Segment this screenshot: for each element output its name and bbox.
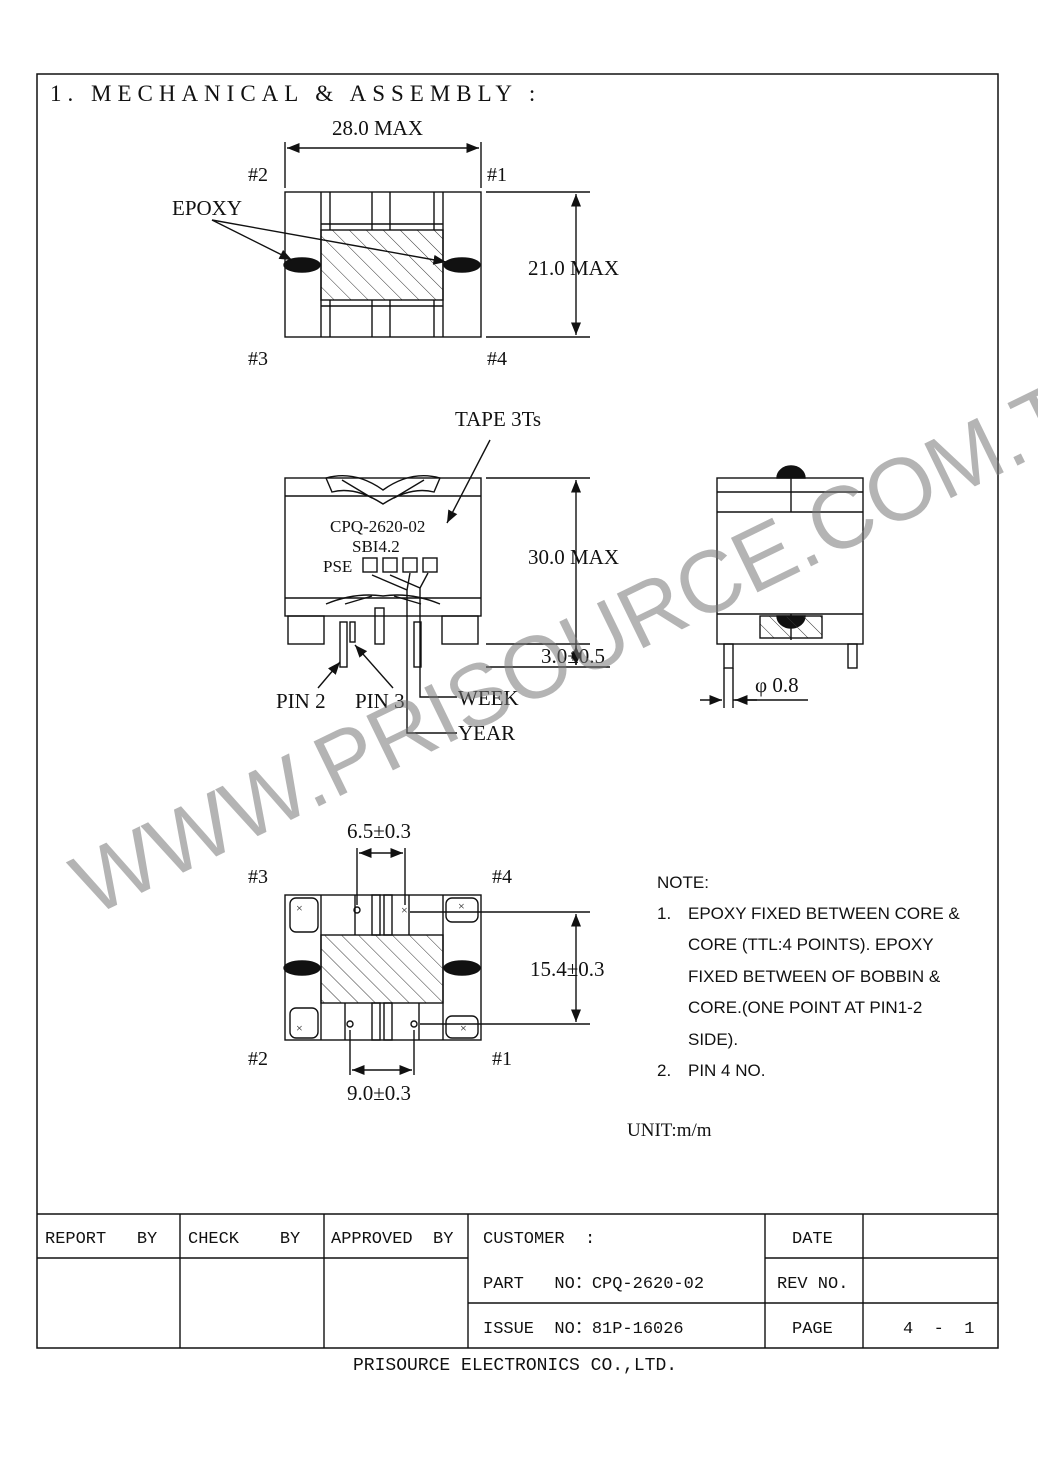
notes-block: NOTE: 1. EPOXY FIXED BETWEEN CORE & CORE… xyxy=(657,873,960,1080)
epoxy-dot-right xyxy=(443,257,481,273)
customer-label: CUSTOMER : xyxy=(483,1230,595,1249)
front-view-body xyxy=(284,477,482,617)
marking-sbi: SBI4.2 xyxy=(352,537,400,556)
bottom-pin-label-br: #1 xyxy=(492,1048,512,1070)
pin-3-label: PIN 3 xyxy=(355,689,405,713)
issue-no-value: ISSUE NO：81P-16026 xyxy=(483,1320,684,1339)
part-no-value: PART NO：CPQ-2620-02 xyxy=(483,1275,704,1294)
week-label: WEEK xyxy=(458,686,519,710)
top-core-wing xyxy=(325,475,441,505)
marking-pse: PSE xyxy=(323,557,352,576)
bottom-pitch-top-dim: 6.5±0.3 xyxy=(347,819,411,843)
notes-heading: NOTE: xyxy=(657,873,709,892)
bottom-core-wing xyxy=(325,594,441,605)
top-pin-label-tr: #1 xyxy=(487,164,507,186)
date-code-box-1 xyxy=(362,557,378,573)
note-2-line-1: PIN 4 NO. xyxy=(688,1061,765,1080)
company-name: PRISOURCE ELECTRONICS CO.,LTD. xyxy=(353,1356,677,1376)
note-1-line-5: SIDE). xyxy=(688,1030,738,1049)
date-label: DATE xyxy=(792,1230,833,1249)
pin-2-label: PIN 2 xyxy=(276,689,326,713)
check-by-label: CHECK BY xyxy=(188,1230,300,1249)
pin-diameter-dim: φ 0.8 xyxy=(755,673,799,697)
section-title: 1. MECHANICAL & ASSEMBLY : xyxy=(50,81,541,106)
title-block xyxy=(37,1213,998,1348)
date-code-box-2 xyxy=(382,557,398,573)
epoxy-label: EPOXY xyxy=(172,196,242,220)
epoxy-dot-bottom-right xyxy=(443,960,481,976)
bottom-pin-label-bl: #2 xyxy=(248,1048,268,1070)
report-by-label: REPORT BY xyxy=(45,1230,157,1249)
svg-text:×: × xyxy=(458,899,465,913)
pin-length-dim: 3.0±0.5 xyxy=(541,644,605,668)
top-pin-label-tl: #2 xyxy=(248,164,268,186)
page-label: PAGE xyxy=(792,1320,833,1339)
note-2-number: 2. xyxy=(657,1061,671,1080)
note-1-line-3: FIXED BETWEEN OF BOBBIN & xyxy=(688,967,941,986)
note-1-number: 1. xyxy=(657,904,671,923)
note-1-line-1: EPOXY FIXED BETWEEN CORE & xyxy=(688,904,960,923)
top-pin-label-bl: #3 xyxy=(248,348,268,370)
bottom-pin-label-tl: #3 xyxy=(248,866,268,888)
tape-label: TAPE 3Ts xyxy=(455,407,541,431)
svg-text:×: × xyxy=(296,901,303,915)
front-height-dim: 30.0 MAX xyxy=(528,545,619,569)
svg-text:×: × xyxy=(296,1021,303,1035)
top-pin-label-br: #4 xyxy=(487,348,507,370)
page-value: 4 - 1 xyxy=(903,1320,974,1339)
bottom-pin-label-tr: #4 xyxy=(492,866,512,888)
date-code-box-4 xyxy=(422,557,438,573)
svg-text:×: × xyxy=(460,1021,467,1035)
side-view xyxy=(700,465,864,708)
epoxy-dot-bottom-left xyxy=(283,960,321,976)
top-width-dim: 28.0 MAX xyxy=(332,116,423,140)
side-epoxy-top xyxy=(776,465,806,479)
bottom-pitch-bottom-dim: 9.0±0.3 xyxy=(347,1081,411,1105)
top-height-dim: 21.0 MAX xyxy=(528,256,619,280)
pin-hole-3 xyxy=(353,906,361,914)
note-1-line-2: CORE (TTL:4 POINTS). EPOXY xyxy=(688,935,934,954)
bottom-span-dim: 15.4±0.3 xyxy=(530,957,605,981)
pin-hole-2 xyxy=(346,1020,354,1028)
note-1-line-4: CORE.(ONE POINT AT PIN1-2 xyxy=(688,998,922,1017)
sheet-frame xyxy=(36,73,999,1349)
front-view xyxy=(284,439,610,734)
top-view xyxy=(211,142,590,338)
epoxy-dot-left xyxy=(283,257,321,273)
bottom-view-core xyxy=(320,934,444,1004)
year-label: YEAR xyxy=(458,721,515,745)
bottom-view xyxy=(283,847,590,1076)
top-view-core xyxy=(320,229,444,301)
watermark: WWW.PRISOURCE.COM.TW xyxy=(57,327,1038,935)
date-code-box-3 xyxy=(402,557,418,573)
rev-no-label: REV NO. xyxy=(777,1275,848,1294)
bottom-view-markers: × × × × × xyxy=(296,899,467,1035)
pin-3-lead xyxy=(374,607,385,645)
pin-2-lead xyxy=(339,621,348,668)
pin-hole-1 xyxy=(410,1020,418,1028)
marking-part-no: CPQ-2620-02 xyxy=(330,517,425,536)
unit-label: UNIT:m/m xyxy=(627,1120,712,1141)
svg-text:×: × xyxy=(401,903,408,917)
approved-by-label: APPROVED BY xyxy=(331,1230,453,1249)
